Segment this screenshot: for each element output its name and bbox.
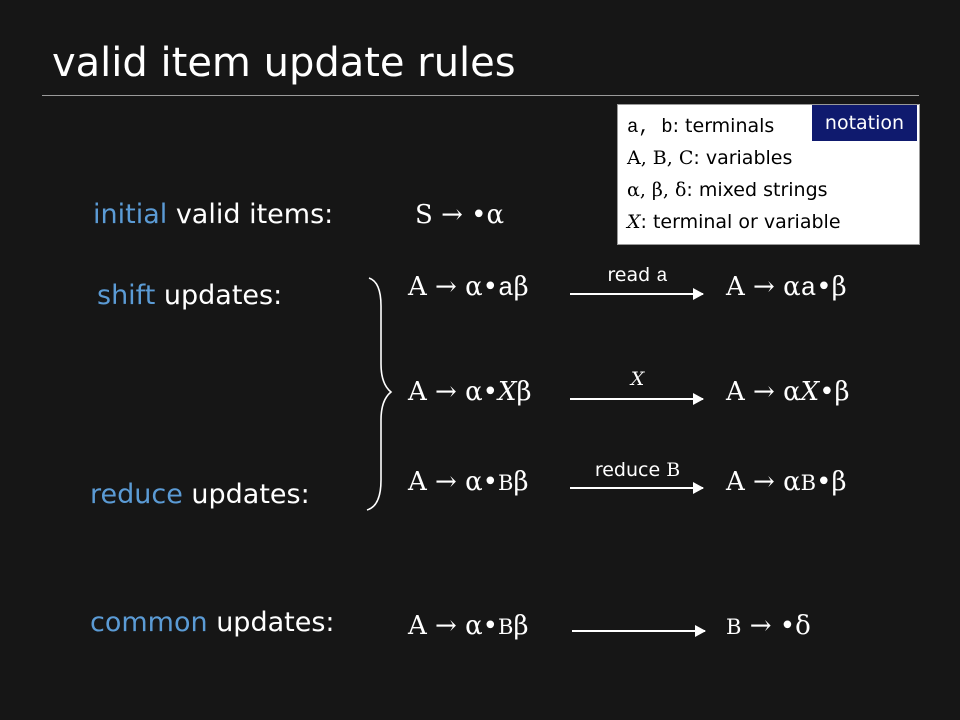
shift-rule2-arrow [570,393,704,405]
notation-mixed: α, β, δ: mixed strings [627,179,828,201]
item-prefix: α [783,467,801,497]
reduce-rule-from: A → α•Bβ [408,467,528,497]
derives-arrow: → [441,200,463,230]
notation-mixed-desc: : mixed strings [686,179,828,201]
notation-terminals: a, b: terminals [627,115,774,138]
arrow-label-text: read [607,264,657,286]
item-suffix: •β [816,272,847,302]
initial-item-lhs: S [415,200,433,230]
item-suffix: β [513,467,529,497]
item-symbol: X [800,377,820,407]
item-suffix: β [516,377,532,407]
common-label: common updates: [90,607,335,638]
derives-arrow: → [753,467,775,497]
item-prefix: α• [465,272,499,302]
derives-arrow: → [749,611,772,641]
grouping-brace [366,277,393,511]
notation-variables: A, B, C: variables [627,147,792,169]
item-prefix: α• [465,467,499,497]
initial-label: initial valid items: [93,199,333,230]
reduce-label-rest: updates: [182,479,310,510]
derives-arrow: → [435,377,457,407]
item-lhs: A [408,611,427,641]
initial-label-rest: valid items: [167,199,334,230]
shift-rule1-arrow [570,288,704,300]
shift-rule1-to: A → αa•β [726,272,847,303]
common-label-keyword: common [90,607,208,638]
reduce-rule-arrow [570,482,704,494]
item-lhs: A [408,272,427,302]
shift-label: shift updates: [97,280,282,311]
item-lhs: B [726,615,742,639]
item-suffix: β [513,611,529,641]
initial-item-rhs: •α [471,200,505,230]
common-rule-arrow [572,625,706,637]
notation-symbol: X: terminal or variable [627,211,841,233]
derives-arrow: → [435,272,457,302]
notation-terminal-desc: : terminals [672,115,775,137]
notation-symbol-desc: : terminal or variable [640,211,841,233]
item-terminal: a [498,273,514,303]
title-divider [42,95,919,96]
notation-tag: notation [812,105,917,141]
reduce-rule-arrow-label: reduce B [570,459,705,481]
item-lhs: A [408,467,427,497]
derives-arrow: → [435,611,457,641]
shift-rule1-arrow-label: read a [570,264,705,287]
item-variable: B [800,471,817,495]
item-lhs: A [726,272,745,302]
common-rule-to: B → •δ [726,611,811,641]
item-terminal: a [800,273,817,303]
item-prefix: α [783,377,801,407]
shift-rule2-to: A → αX•β [726,377,850,407]
item-prefix: α [783,272,801,302]
item-prefix: α• [465,611,499,641]
arrow-label-symbol: a [656,265,668,287]
initial-item: S → •α [415,200,504,230]
item-rhs: •δ [779,611,811,641]
derives-arrow: → [753,272,775,302]
reduce-label-keyword: reduce [90,479,183,510]
arrow-label-symbol: B [666,459,681,481]
notation-symbol-x: X [627,211,641,233]
notation-variable-symbols: A, B, C [627,147,694,169]
notation-terminal-symbols: a, b [627,116,673,138]
notation-mixed-symbols: α, β, δ [627,179,687,201]
shift-rule2-arrow-label: X [630,368,645,390]
arrow-label-text: reduce [594,459,667,481]
derives-arrow: → [753,377,775,407]
reduce-rule-to: A → αB•β [726,467,846,497]
item-symbol: X [498,377,517,407]
common-label-rest: updates: [207,607,335,638]
shift-rule1-from: A → α•aβ [408,272,529,303]
item-variable: B [498,615,514,639]
item-lhs: A [726,377,745,407]
item-prefix: α• [465,377,499,407]
shift-label-rest: updates: [155,280,283,311]
notation-legend: notation a, b: terminals A, B, C: variab… [617,104,920,245]
item-suffix: β [513,272,529,302]
shift-rule2-from: A → α•Xβ [408,377,532,407]
item-suffix: •β [816,467,847,497]
item-lhs: A [726,467,745,497]
shift-label-keyword: shift [97,280,156,311]
initial-label-keyword: initial [93,199,168,230]
item-suffix: •β [819,377,850,407]
slide-title: valid item update rules [52,40,516,86]
common-rule-from: A → α•Bβ [408,611,528,641]
derives-arrow: → [435,467,457,497]
item-lhs: A [408,377,427,407]
notation-variable-desc: : variables [693,147,793,169]
reduce-label: reduce updates: [90,479,310,510]
item-variable: B [498,471,514,495]
